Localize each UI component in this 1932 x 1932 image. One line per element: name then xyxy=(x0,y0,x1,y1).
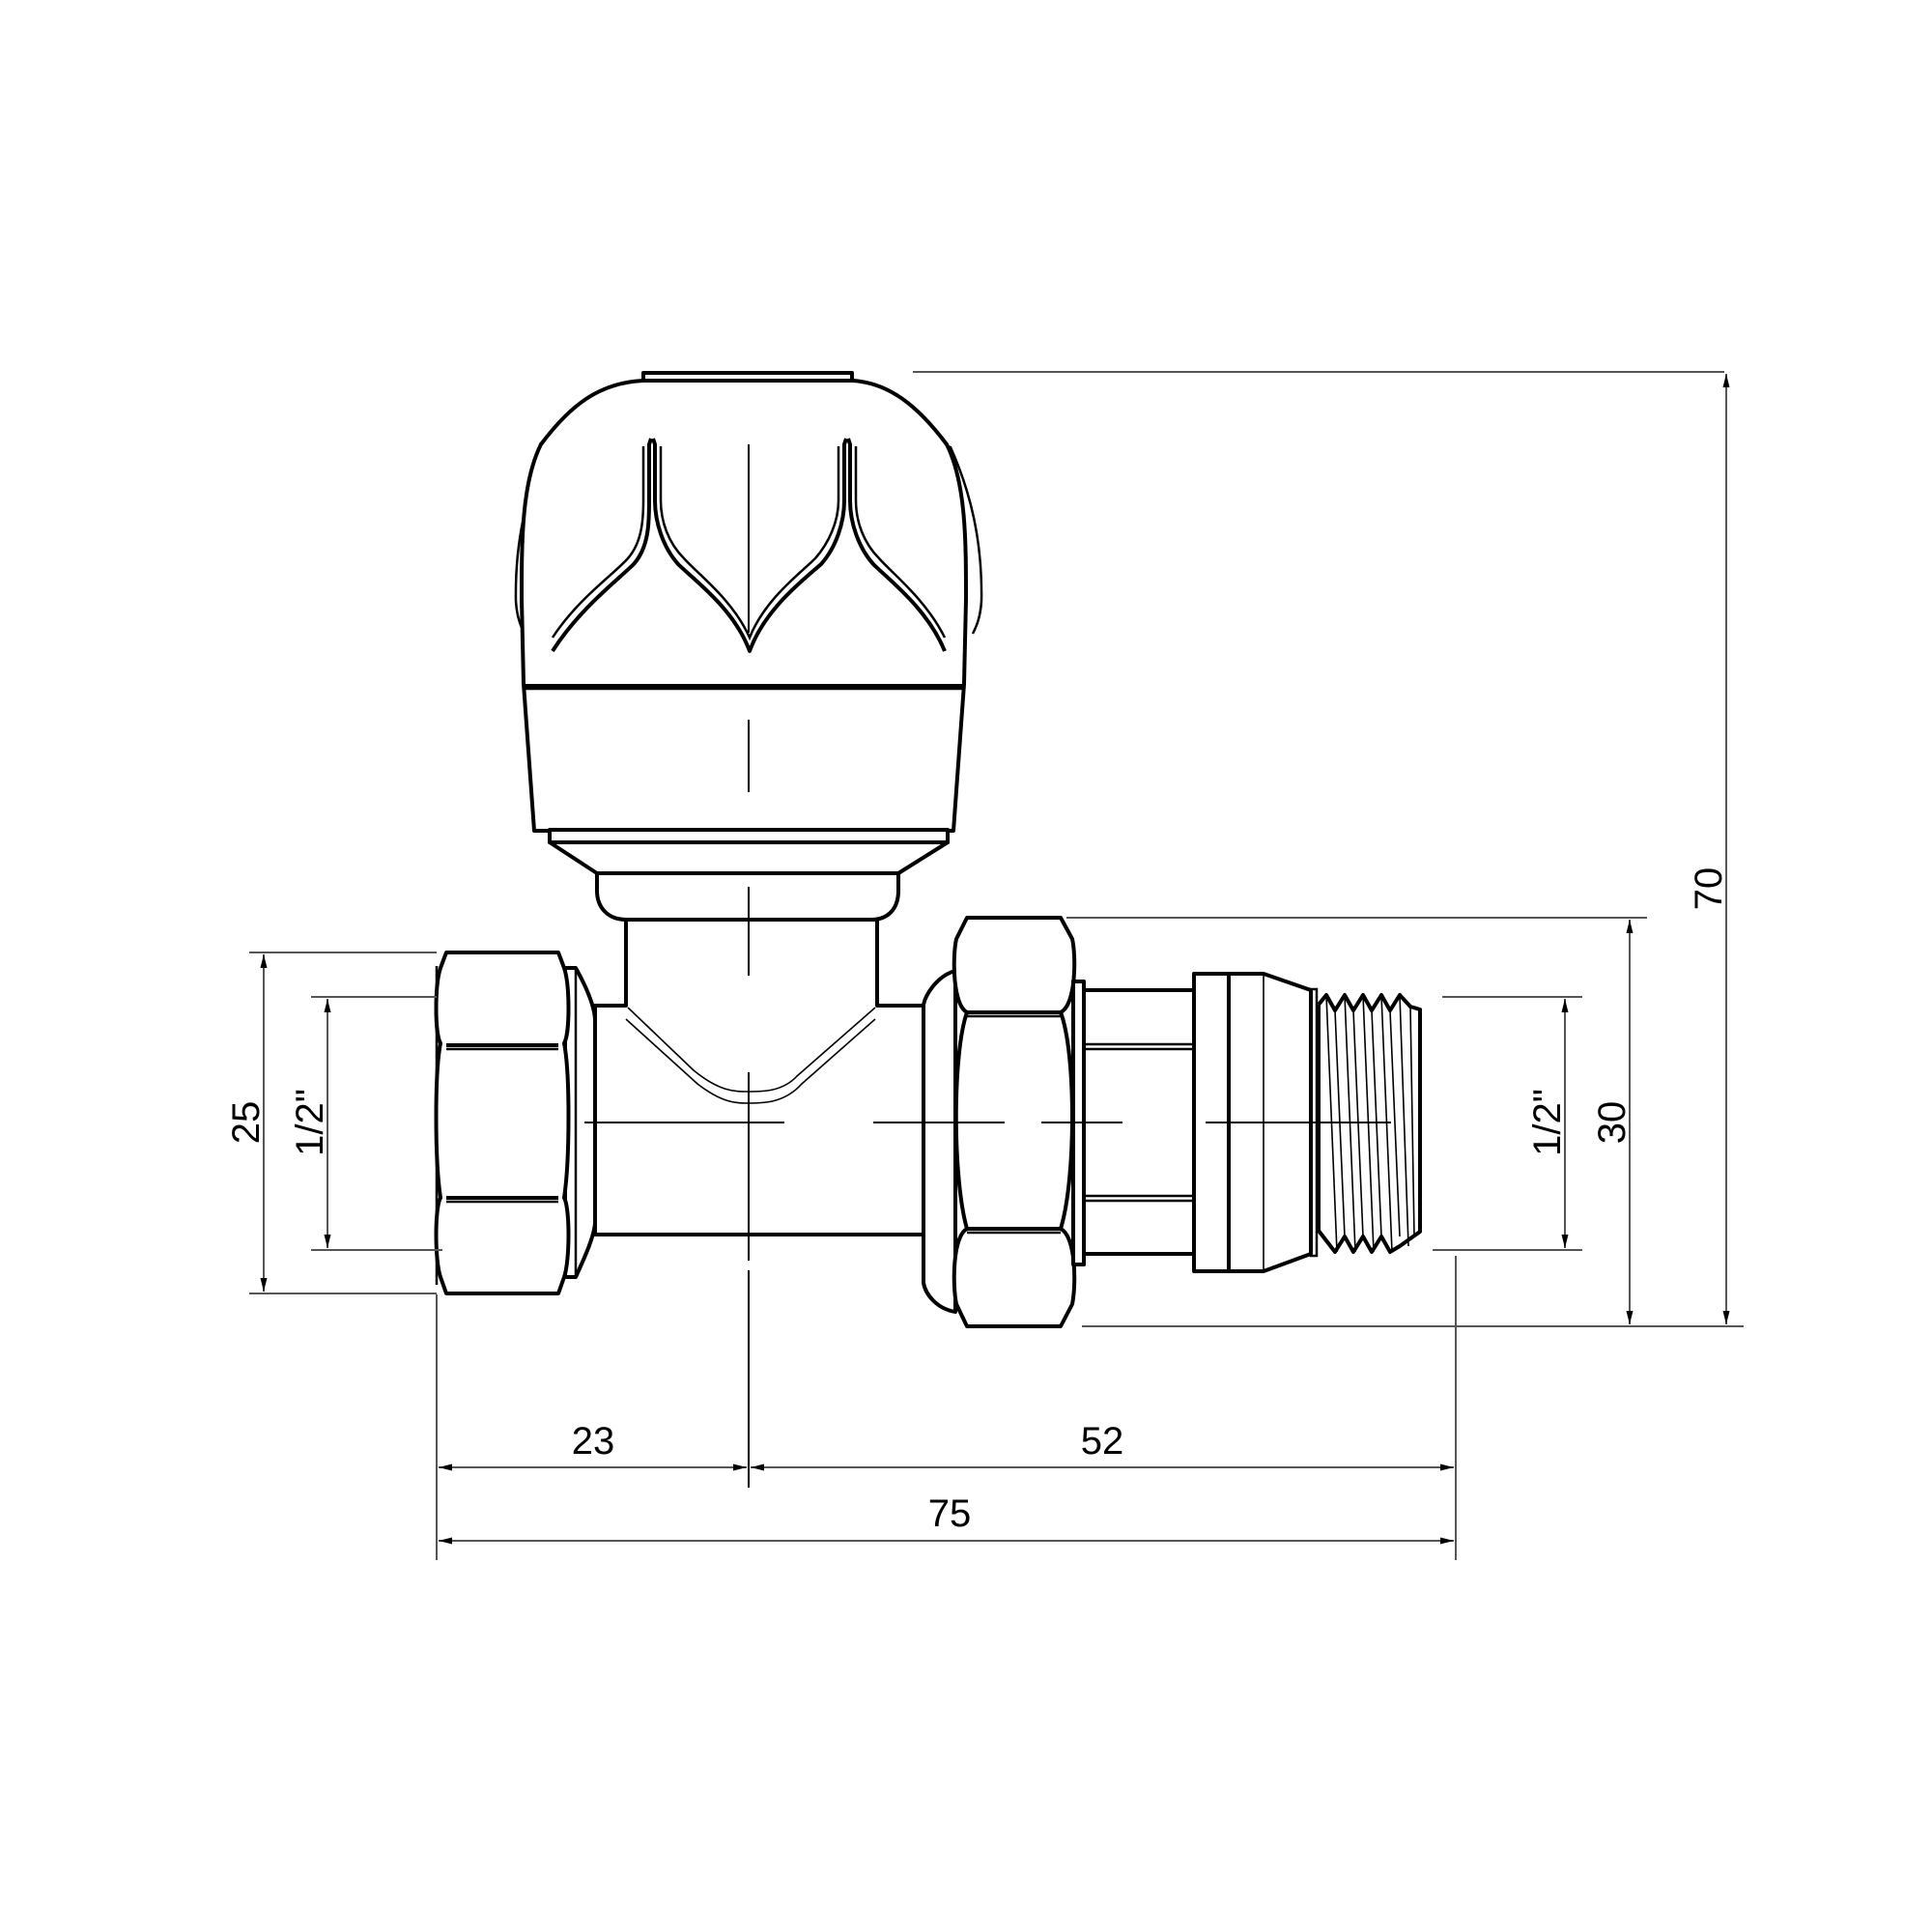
dim-label-75: 75 xyxy=(928,1492,972,1535)
left-union xyxy=(434,951,597,1295)
dim-label-left-thread: 1/2" xyxy=(289,1089,331,1156)
right-union xyxy=(922,916,1422,1328)
left-collar xyxy=(563,966,597,1279)
bonnet-taper xyxy=(548,840,950,875)
dim-label-right-thread: 1/2" xyxy=(1526,1089,1569,1156)
dim-label-23: 23 xyxy=(572,1420,615,1463)
body-outline xyxy=(593,918,933,1236)
right-collar xyxy=(922,969,957,1314)
left-hex-nut xyxy=(434,951,571,1295)
handwheel xyxy=(514,371,983,833)
handwheel-leaf-ribs xyxy=(551,438,947,653)
dim-label-52: 52 xyxy=(1081,1420,1124,1463)
valve-body xyxy=(593,918,933,1236)
handwheel-right-flare xyxy=(935,440,983,635)
right-hex-nut xyxy=(952,916,1077,1328)
dim-label-70: 70 xyxy=(1688,867,1730,911)
dim-label-25: 25 xyxy=(225,1101,268,1145)
dim-label-30: 30 xyxy=(1591,1101,1634,1145)
center-lines xyxy=(584,444,1391,1488)
dimensions: 25 1/2" 1/2" 30 70 23 52 75 xyxy=(225,371,1744,1560)
